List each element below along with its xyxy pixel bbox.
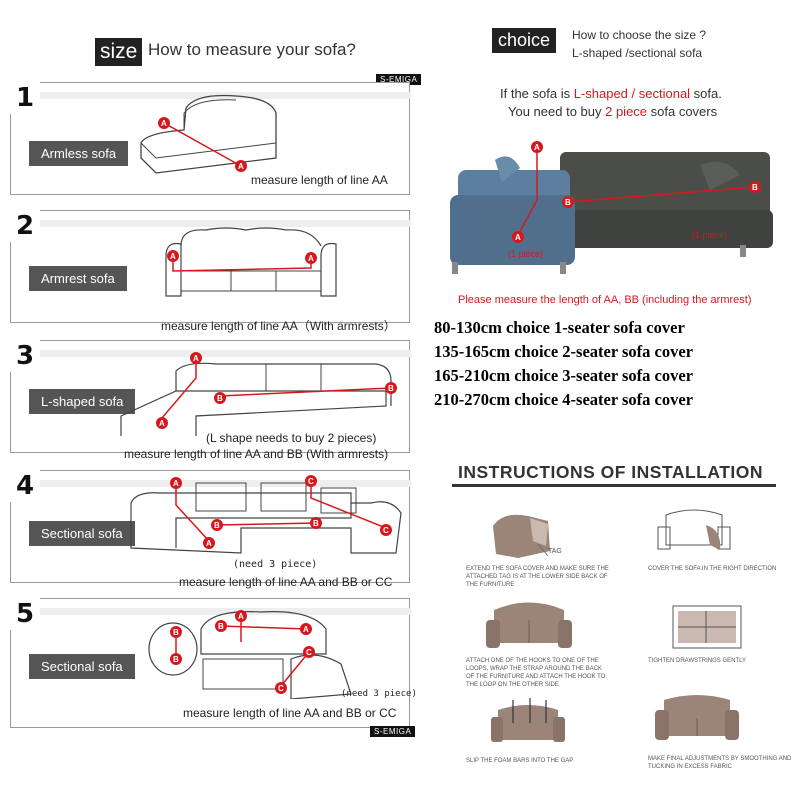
panel-label: L-shaped sofa [29,389,136,414]
svg-text:C: C [383,526,389,535]
svg-text:A: A [238,162,244,171]
panel-sectional-sofa-1: 4 Sectional sofa A A B B C C (need 3 pie… [10,470,411,589]
panel-bar [11,608,411,615]
panel-number: 5 [10,598,40,630]
panel-number: 3 [10,340,40,372]
l-shaped-sofa-drawing: A A B B [120,352,397,436]
instructions-underline [452,484,776,487]
choice-line-2: L-shaped /sectional sofa [572,46,703,60]
seat-size-1: 80-130cm choice 1-seater sofa cover [434,318,685,337]
svg-text:B: B [217,394,223,403]
choice-line-1: How to choose the size ? [572,28,707,42]
svg-text:A: A [170,252,176,261]
panel-note: (need 3 piece) [341,689,417,699]
sectional-sofa-drawing-1: A A B B C C [130,475,402,554]
svg-text:A: A [173,479,179,488]
step-5-text: SLIP THE FOAM BARS INTO THE GAP [466,758,574,764]
svg-text:A: A [303,625,309,634]
svg-text:B: B [313,519,319,528]
svg-text:B: B [565,198,571,207]
brand-top: S-EMIGA [376,74,422,85]
svg-text:A: A [308,254,314,263]
seat-size-4: 210-270cm choice 4-seater sofa cover [434,390,694,409]
panel-bar [11,92,411,99]
step-2-text: COVER THE SOFA IN THE RIGHT DIRECTION [648,566,777,572]
svg-text:B: B [218,622,224,631]
choice-tag: choice [492,28,557,53]
svg-text:C: C [306,648,312,657]
l-shaped-sofa-photo: A A B B [450,141,773,274]
svg-text:A: A [534,143,540,152]
step-1-illustration [493,514,550,558]
svg-text:A: A [161,119,167,128]
svg-text:A: A [159,419,165,428]
step-6-illustration [655,695,739,740]
panel-note: (L shape needs to buy 2 pieces) [206,431,377,445]
brand-bottom: S-EMIGA [370,726,416,737]
piece-label-right: (1 piece) [692,230,728,240]
panel-measure: measure length of line AA and BB or CC [179,575,393,589]
seat-size-3: 165-210cm choice 3-seater sofa cover [434,366,694,385]
step-4-text: TIGHTEN DRAWSTRINGS GENTLY [648,658,747,664]
panel-label: Sectional sofa [29,521,135,546]
lsofa-text: If the sofa is L-shaped / sectional sofa… [500,86,722,101]
seat-size-2: 135-165cm choice 2-seater sofa cover [434,342,694,361]
instructions-title: INSTRUCTIONS OF INSTALLATION [458,462,763,482]
panel-armless-sofa: 1 Armless sofa A A measure length of lin… [10,82,411,195]
svg-text:C: C [278,684,284,693]
armless-sofa-drawing: A A [140,94,277,174]
panel-bar [11,350,411,357]
buy-text: You need to buy 2 piece sofa covers [508,104,718,119]
svg-text:A: A [515,233,521,242]
panel-sectional-sofa-2: 5 Sectional sofa B B B A A C C (need 3 p… [10,598,417,728]
panel-l-shaped-sofa: 3 L-shaped sofa A A B B (L shape needs t… [10,340,411,461]
panel-label: Armless sofa [29,141,129,166]
svg-text:A: A [193,354,199,363]
step-5-illustration [491,698,565,742]
panel-armrest-sofa: 2 Armrest sofa A A measure length of lin… [10,210,411,333]
step-3-text: ATTACH ONE OF THE HOOKS TO ONE OF THE LO… [466,658,606,688]
panel-measure: measure length of line AA and BB or CC [183,706,397,720]
svg-text:C: C [308,477,314,486]
svg-text:A: A [238,612,244,621]
armrest-sofa-drawing: A A [165,227,337,297]
step-1-text: EXTEND THE SOFA COVER AND MAKE SURE THE … [466,566,609,588]
sectional-sofa-drawing-2: B B B A A C C [148,610,352,699]
panel-label: Armrest sofa [29,266,127,291]
panel-bar [11,220,411,227]
svg-text:B: B [214,521,220,530]
panel-number: 4 [10,470,40,502]
svg-text:A: A [206,539,212,548]
piece-label-left: (1 piece) [508,249,544,259]
svg-text:B: B [752,183,758,192]
size-tag: size [95,38,143,66]
panel-measure: measure length of line AA and BB (With a… [124,447,389,461]
panel-measure: measure length of line AA [251,173,388,187]
step-2-illustration [657,509,731,550]
svg-text:B: B [388,384,394,393]
measure-note: Please measure the length of AA, BB (inc… [458,294,752,306]
size-title: How to measure your sofa? [148,40,356,59]
panel-number: 2 [10,210,40,242]
step-6-text: MAKE FINAL ADJUSTMENTS BY SMOOTHING AND … [648,756,792,770]
panel-measure: measure length of line AA（With armrests） [161,319,396,333]
svg-text:B: B [173,628,179,637]
step-4-illustration [672,605,742,649]
svg-text:B: B [173,655,179,664]
step-3-illustration [486,602,572,648]
tag-label: TAG [548,548,562,555]
panel-note: (need 3 piece) [233,559,318,570]
panel-label: Sectional sofa [29,654,135,679]
panel-number: 1 [10,82,40,114]
